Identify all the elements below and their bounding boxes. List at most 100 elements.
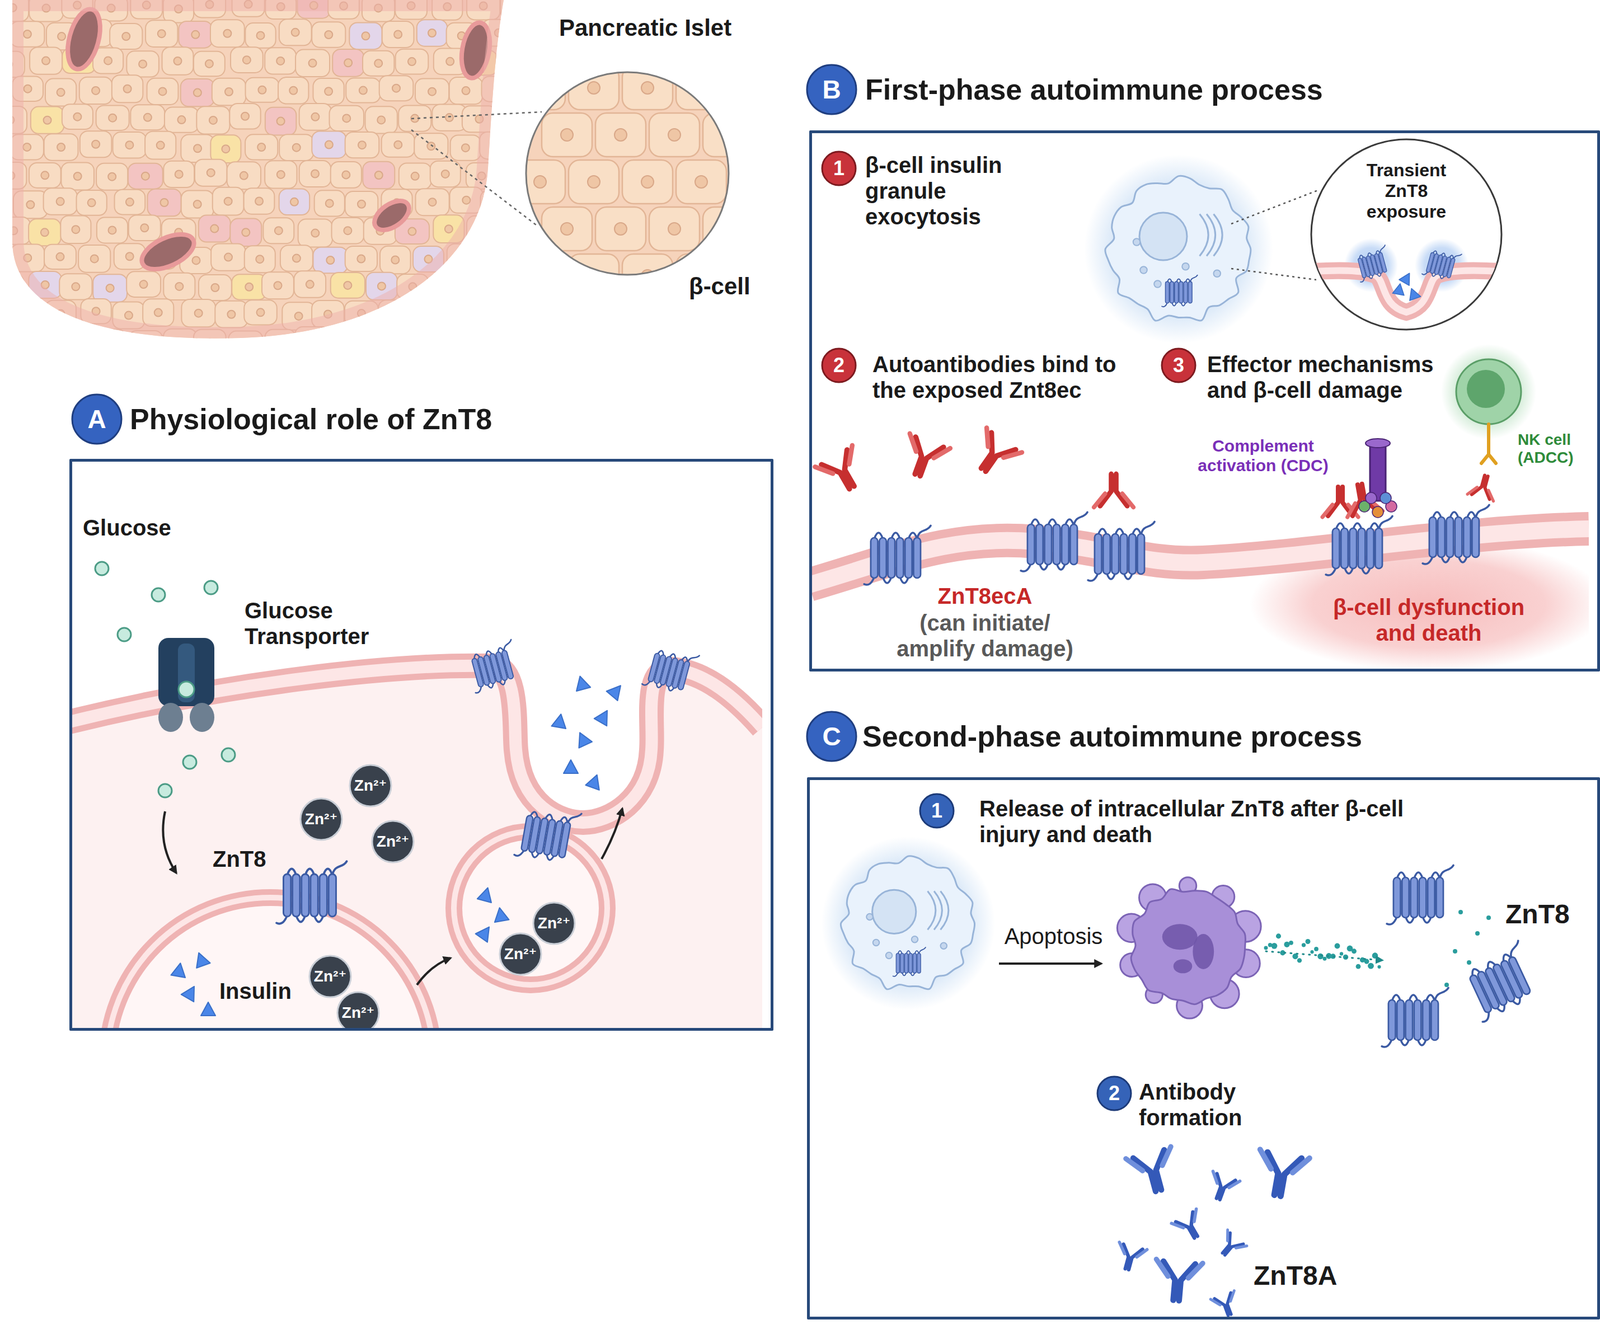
islet-cell	[61, 162, 95, 191]
beta-cell	[595, 207, 646, 251]
transporter-helix	[1070, 524, 1078, 565]
antibody-light-chain	[978, 427, 1022, 465]
text-label: ZnT8	[212, 846, 267, 872]
islet-nucleus	[507, 59, 516, 68]
islet-nucleus	[91, 86, 100, 95]
ion-label: Zn²⁺	[504, 946, 537, 963]
islet-nucleus	[8, 337, 17, 346]
process-arrow	[162, 811, 177, 874]
islet-nucleus	[311, 170, 319, 178]
transporter-loops	[1020, 512, 1088, 572]
antibody-light-chain	[904, 433, 951, 463]
islet-nucleus	[193, 144, 202, 153]
cell-glow	[1084, 154, 1274, 344]
transporter-helix	[1463, 517, 1471, 558]
islet-nucleus	[462, 196, 471, 205]
beta-cell	[622, 254, 673, 298]
islet-nucleus	[140, 223, 149, 232]
islet-cell	[415, 78, 449, 105]
islet-nucleus	[407, 57, 416, 66]
glucose-molecule	[178, 681, 195, 698]
step-number: 3	[1172, 355, 1185, 376]
islet-cell	[415, 301, 448, 329]
transporter-helix	[1183, 281, 1188, 303]
beta-cell	[514, 66, 566, 110]
transporter-helix	[1388, 1000, 1396, 1041]
panel-letter: B	[822, 76, 841, 103]
beta-cell-nucleus	[668, 128, 681, 142]
islet-cell	[279, 134, 314, 161]
islet-cell	[450, 134, 481, 161]
zinc-ion	[372, 820, 414, 863]
islet-nucleus	[457, 308, 466, 317]
step-text: β-cell insulin granule exocytosis	[865, 152, 1034, 230]
islet-nucleus	[160, 198, 169, 207]
transporter-loops	[1353, 245, 1393, 283]
cell-vesicle	[1133, 238, 1141, 246]
znt8-transporter	[1386, 865, 1454, 925]
text-label: β-cell dysfunction and death	[1328, 594, 1530, 646]
islet-nucleus	[104, 56, 112, 65]
antibody	[1210, 1291, 1242, 1320]
beta-cell	[649, 207, 700, 251]
released-fragment	[1314, 946, 1319, 952]
islet-nucleus	[306, 280, 314, 289]
cell-nucleus	[872, 889, 917, 934]
islet-nucleus	[392, 84, 401, 93]
transporter-loops	[1161, 275, 1198, 307]
islet-cell	[147, 189, 182, 217]
insulin-molecule	[492, 906, 510, 923]
islet-cell	[25, 330, 58, 358]
transporter-helix	[1437, 517, 1445, 558]
islet-cell	[244, 299, 278, 325]
islet-cell	[44, 133, 79, 161]
islet-cell	[111, 74, 144, 103]
antibody	[1152, 1259, 1203, 1303]
islet-nucleus	[526, 29, 534, 38]
badge-circle	[806, 711, 857, 762]
islet-nucleus	[37, 340, 46, 349]
islet-nucleus	[108, 114, 117, 123]
islet-cell	[313, 247, 349, 274]
transporter-helix	[1027, 524, 1035, 565]
islet-nucleus	[176, 338, 185, 347]
islet-nucleus	[444, 340, 453, 349]
insulin-molecule	[563, 759, 579, 774]
transporter-helix	[328, 874, 336, 917]
islet-nucleus	[324, 87, 333, 96]
islet-cell	[96, 105, 130, 131]
transporter-helix	[1429, 517, 1437, 558]
beta-cell-nucleus	[721, 222, 735, 236]
step-text: Effector mechanisms and β-cell damage	[1207, 351, 1454, 403]
panel-heading: Physiological role of ZnT8	[129, 394, 774, 444]
islet-cell	[181, 299, 216, 327]
islet-cell	[93, 329, 126, 358]
islet-nucleus	[510, 336, 519, 345]
transporter-helix	[1446, 517, 1454, 558]
transporter-helix	[1094, 533, 1102, 575]
islet-nucleus	[291, 28, 300, 37]
beta-cell	[676, 160, 727, 204]
islet-cell	[178, 21, 213, 49]
islet-cell	[496, 218, 530, 246]
islet-nucleus	[276, 338, 285, 347]
antibody-heavy-chain	[1214, 1292, 1238, 1318]
islet-nucleus	[223, 29, 232, 38]
transporter-helix	[1436, 877, 1444, 918]
step-number: 2	[833, 355, 845, 376]
islet-cell	[298, 219, 333, 248]
transporter-helix	[283, 874, 291, 917]
islet-cell	[345, 132, 380, 158]
islet-cell	[479, 245, 513, 270]
islet-cell	[465, 329, 496, 358]
islet-cell	[96, 217, 128, 243]
islet-cell	[145, 20, 178, 48]
antibody-light-chain	[1256, 1149, 1310, 1176]
insulin-molecule	[475, 922, 496, 943]
transporter-helix	[1053, 524, 1061, 565]
insulin-molecule	[477, 885, 495, 903]
transporter-helix	[1120, 533, 1128, 575]
islet-nucleus	[408, 337, 417, 346]
cell-body	[1105, 175, 1251, 321]
islet	[0, 0, 550, 359]
